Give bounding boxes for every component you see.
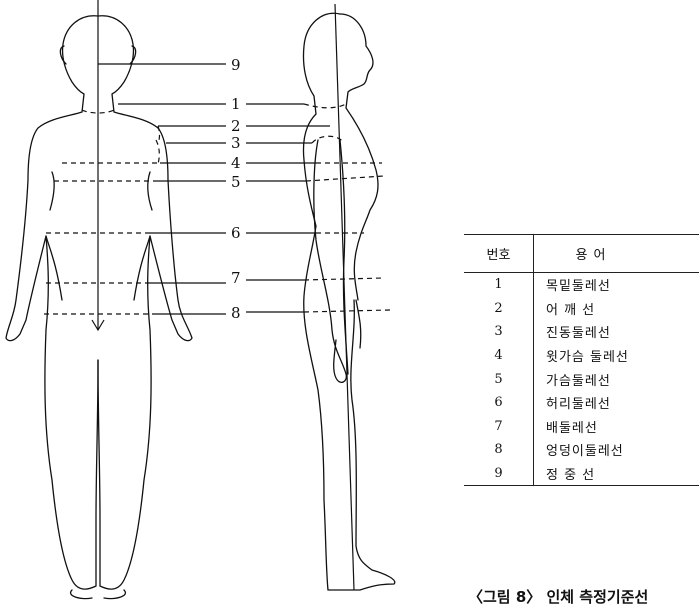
row-term: 가슴둘레선: [534, 367, 699, 391]
marker-6: 6: [231, 224, 241, 242]
row-number: 4: [464, 344, 534, 368]
marker-5: 5: [231, 173, 241, 191]
header-number: 번호: [464, 235, 534, 273]
row-term: 진동둘레선: [534, 320, 699, 344]
row-term: 목밑둘레선: [534, 273, 699, 297]
row-term: 어 깨 선: [534, 297, 699, 321]
row-number: 8: [464, 438, 534, 462]
line-1: [82, 104, 346, 113]
row-term: 정 중 선: [534, 462, 699, 486]
line-5: [54, 176, 384, 181]
row-term: 엉덩이둘레선: [534, 438, 699, 462]
side-center-line: [335, 4, 354, 590]
row-number: 7: [464, 415, 534, 439]
marker-2: 2: [231, 117, 241, 135]
row-term: 허리둘레선: [534, 391, 699, 415]
marker-3: 3: [231, 134, 241, 152]
header-term: 용 어: [534, 235, 699, 273]
row-number: 2: [464, 297, 534, 321]
row-number: 9: [464, 462, 534, 486]
marker-9: 9: [231, 56, 241, 74]
front-figure: [6, 16, 192, 599]
line-7: [46, 278, 384, 283]
table-header-row: 번호 용 어: [464, 235, 699, 273]
marker-1: 1: [231, 95, 241, 113]
row-number: 5: [464, 367, 534, 391]
marker-4: 4: [231, 154, 241, 172]
marker-7: 7: [231, 269, 241, 287]
row-term: 배둘레선: [534, 415, 699, 439]
line-8: [44, 310, 390, 314]
marker-8: 8: [231, 304, 241, 322]
row-term: 윗가슴 둘레선: [534, 344, 699, 368]
side-figure: [303, 13, 394, 590]
row-number: 6: [464, 391, 534, 415]
row-number: 3: [464, 320, 534, 344]
row-number: 1: [464, 273, 534, 297]
